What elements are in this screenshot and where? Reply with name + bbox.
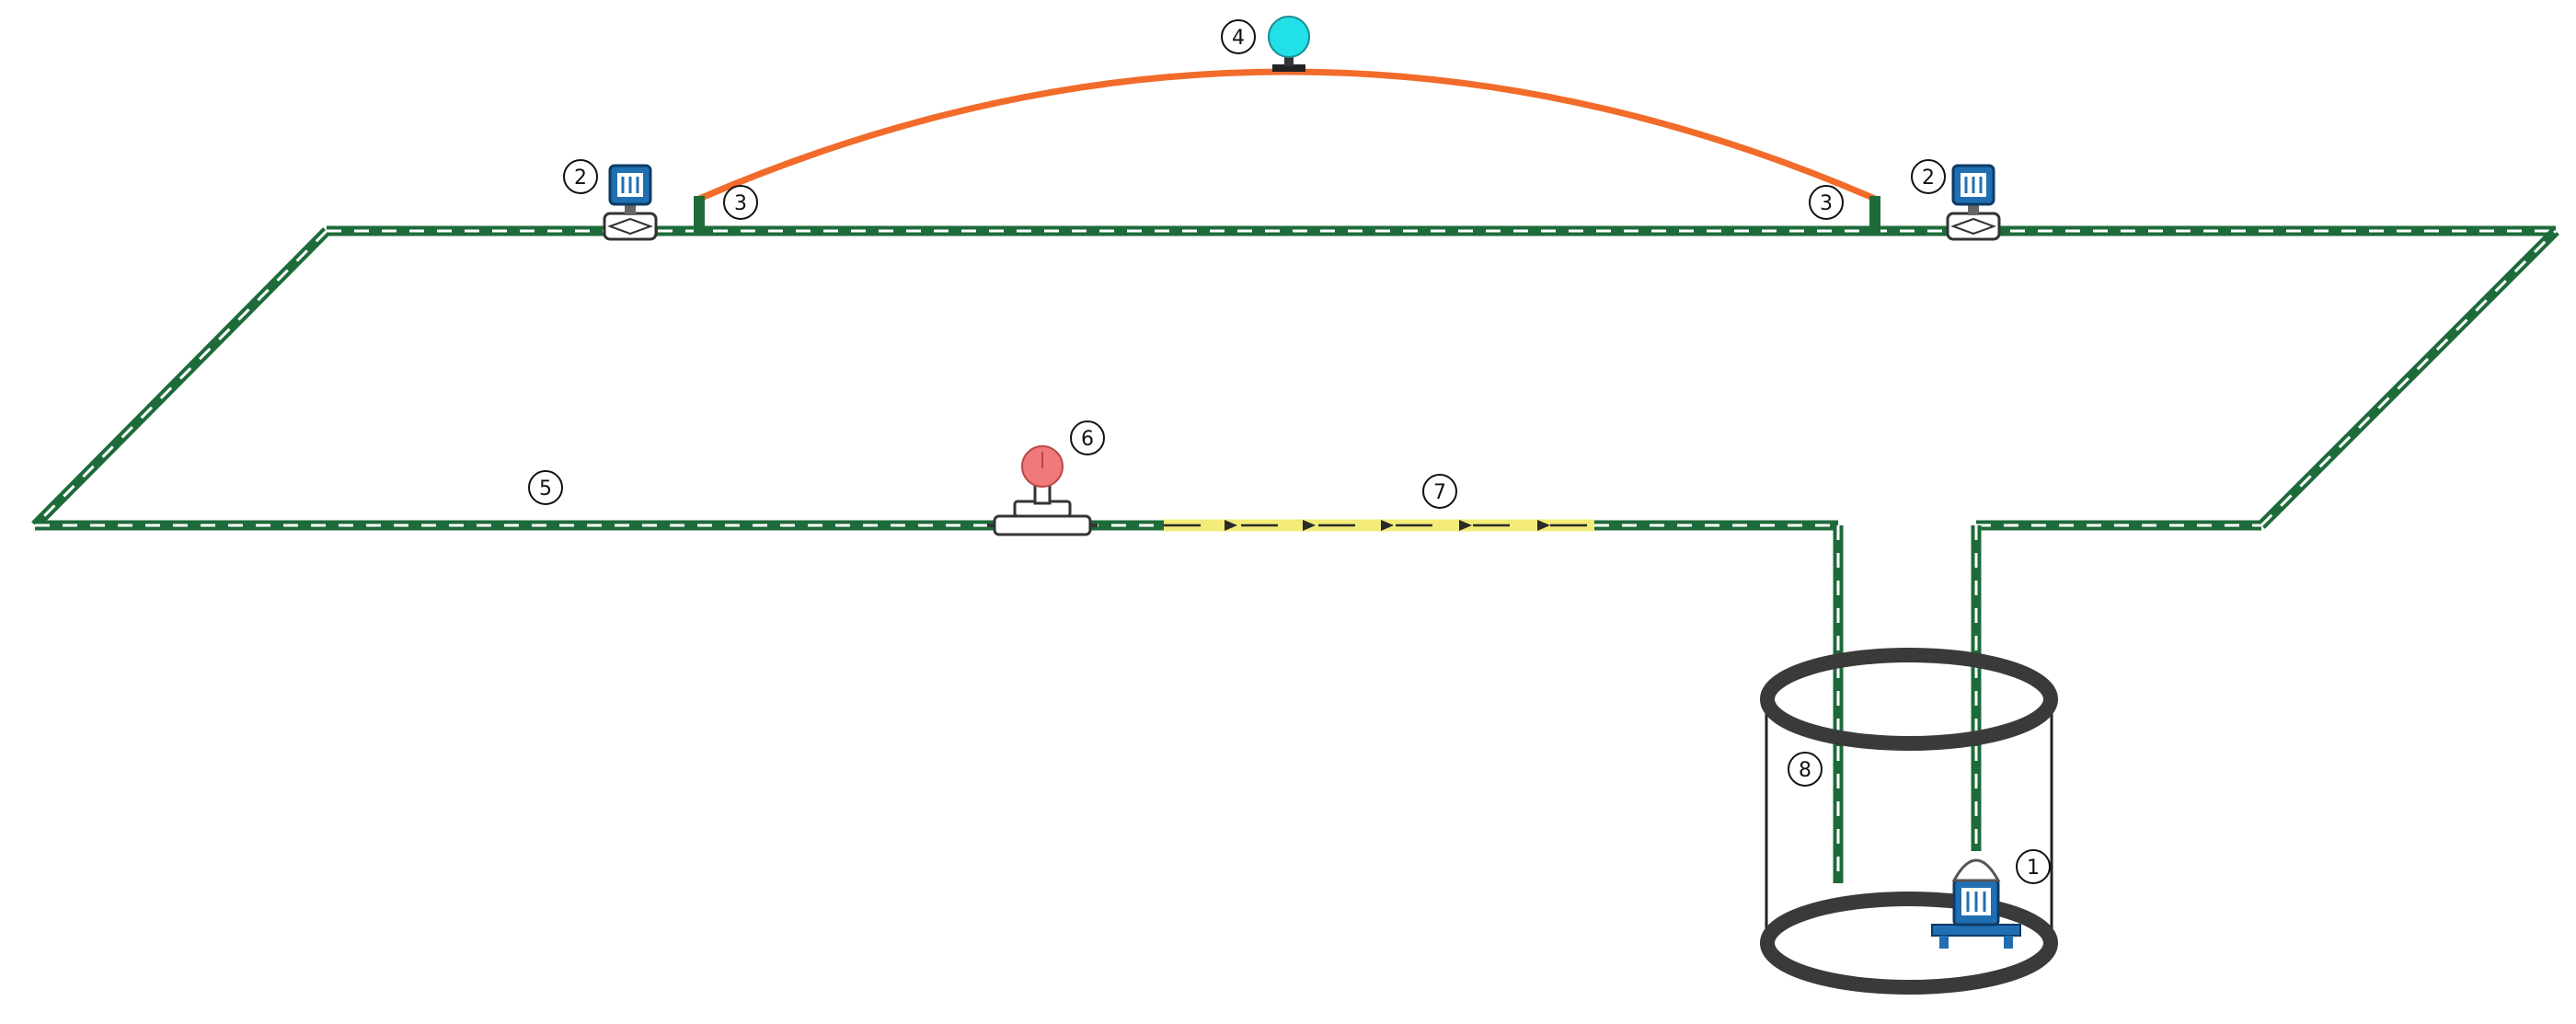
orange-hose-arc	[697, 68, 1877, 202]
submersible-pump-icon	[1931, 858, 2021, 949]
callout-valve-right: 2	[1911, 159, 1946, 194]
test-section-flow-arrows	[1225, 520, 1550, 531]
svg-text:7: 7	[1433, 481, 1446, 504]
callout-pipe-bottom: 5	[528, 470, 563, 505]
callout-gauge-top: 4	[1221, 19, 1256, 54]
callout-flowmeter: 6	[1070, 420, 1105, 455]
main-pipe-loop	[31, 225, 2559, 883]
svg-text:6: 6	[1081, 428, 1094, 451]
svg-text:2: 2	[1922, 167, 1935, 190]
svg-text:3: 3	[1820, 192, 1833, 215]
callout-tap-right: 3	[1809, 185, 1844, 220]
callout-tap-left: 3	[723, 185, 758, 220]
flowmeter-icon	[987, 445, 1098, 536]
pressure-sensor-icon	[1268, 16, 1310, 72]
callout-pump: 1	[2016, 849, 2051, 884]
solenoid-valve-icon	[603, 164, 658, 241]
pressure-tap-left	[694, 196, 705, 233]
svg-text:2: 2	[574, 167, 587, 190]
callout-valve-left: 2	[563, 159, 598, 194]
svg-text:5: 5	[539, 477, 552, 500]
solenoid-valve-icon	[1946, 164, 2001, 241]
callout-test-section: 7	[1422, 474, 1457, 509]
svg-text:8: 8	[1799, 759, 1811, 782]
callout-return-pipe: 8	[1788, 752, 1823, 787]
svg-text:1: 1	[2027, 857, 2040, 880]
svg-text:4: 4	[1232, 27, 1245, 50]
bypass-hose	[694, 68, 1880, 233]
pressure-tap-right	[1869, 196, 1880, 233]
svg-text:3: 3	[734, 192, 747, 215]
tank-top-rim	[1760, 648, 2058, 751]
